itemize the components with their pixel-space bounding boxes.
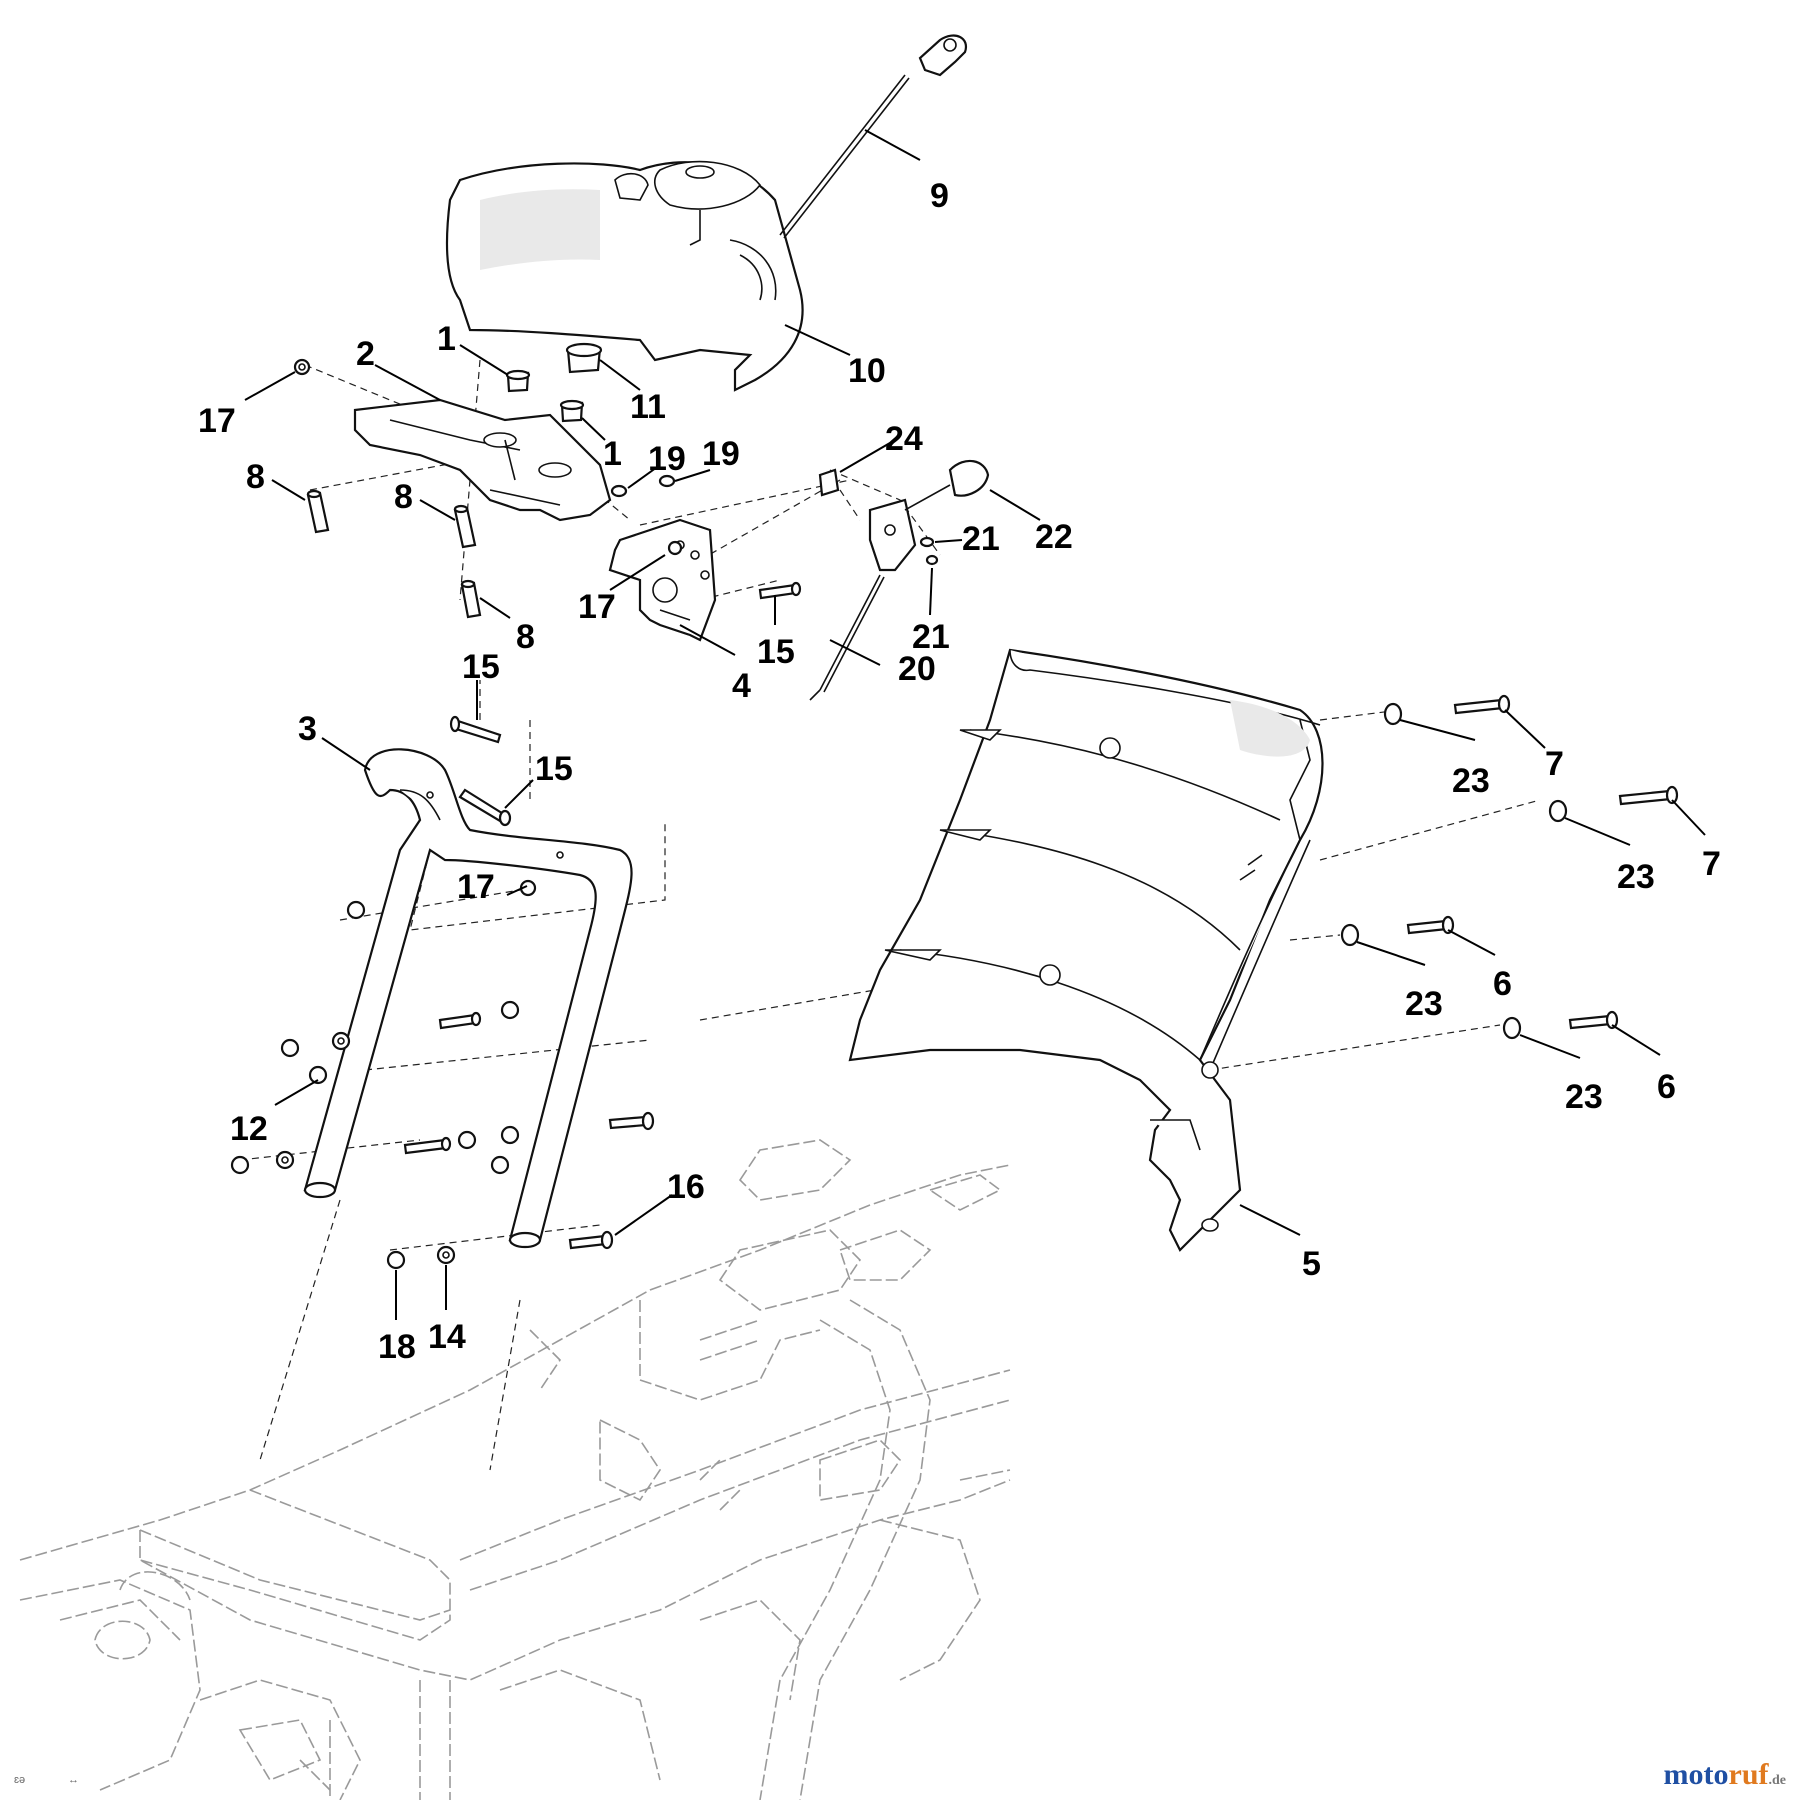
corner-code: ɛə [14, 1774, 26, 1786]
callout-20: 20 [898, 650, 936, 688]
callout-23: 23 [1565, 1078, 1603, 1116]
callout-24: 24 [885, 420, 923, 458]
part-3-handlebar [303, 748, 633, 1249]
part-11-bushing [565, 342, 603, 374]
part-17-nut-a [293, 358, 311, 376]
leader-lines [244, 129, 1706, 1320]
part-4-plate [608, 518, 717, 642]
part-20-rod [809, 574, 885, 701]
callout-19: 19 [702, 435, 740, 473]
callout-7: 7 [1702, 845, 1721, 883]
callout-17: 17 [578, 588, 616, 626]
corner-mark: ɛə ↔ [14, 1774, 79, 1786]
part-15-bolt-a [758, 581, 802, 600]
part-22-lever-knob [904, 459, 990, 511]
part-2-bracket [353, 398, 612, 522]
callout-21: 21 [912, 618, 950, 656]
callout-3: 3 [298, 710, 317, 748]
callout-1: 1 [603, 435, 622, 473]
part-8-bolts [306, 489, 482, 619]
callout-15: 15 [535, 750, 573, 788]
part-23-washers [1340, 702, 1568, 1040]
callout-17: 17 [457, 868, 495, 906]
watermark-logo: motoruf.de [1664, 1758, 1786, 1792]
callout-23: 23 [1452, 762, 1490, 800]
callout-7: 7 [1545, 745, 1564, 783]
callout-19: 19 [648, 440, 686, 478]
part-15-bolt-c [458, 788, 512, 827]
part-6-bolts [1406, 915, 1619, 1030]
part-17-nut-b [667, 540, 683, 556]
part-1-bushing-a [505, 369, 531, 393]
callout-10: 10 [848, 352, 886, 390]
callout-18: 18 [378, 1328, 416, 1366]
callout-12: 12 [230, 1110, 268, 1148]
callout-15: 15 [757, 633, 795, 671]
callout-23: 23 [1405, 985, 1443, 1023]
callout-9: 9 [930, 177, 949, 215]
part-15-bolt-b [449, 715, 502, 744]
callout-16: 16 [667, 1168, 705, 1206]
watermark-suffix: ruf [1728, 1758, 1769, 1791]
callout-4: 4 [732, 667, 751, 705]
callout-17: 17 [198, 402, 236, 440]
part-1-bushing-b [559, 399, 585, 423]
callout-2: 2 [356, 335, 375, 373]
callout-labels: 9 10 1 2 17 11 1 8 8 8 19 19 24 22 21 21… [198, 177, 1721, 1366]
callout-22: 22 [1035, 518, 1073, 556]
fasteners-left [230, 879, 655, 1270]
callout-21: 21 [962, 520, 1000, 558]
callout-15: 15 [462, 648, 500, 686]
callout-14: 14 [428, 1318, 466, 1356]
part-10-cover [445, 160, 804, 392]
watermark-prefix: moto [1663, 1758, 1729, 1791]
callout-8: 8 [246, 458, 265, 496]
callout-6: 6 [1493, 965, 1512, 1003]
callout-23: 23 [1617, 858, 1655, 896]
part-19-washers [610, 474, 676, 498]
callout-1: 1 [437, 320, 456, 358]
double-arrow-icon: ↔ [67, 1774, 79, 1786]
callout-5: 5 [1302, 1245, 1321, 1283]
part-24-clip [818, 468, 840, 497]
callout-6: 6 [1657, 1068, 1676, 1106]
part-9-cable [779, 34, 968, 239]
tractor-frame [19, 1139, 1011, 1801]
part-5-chute [848, 648, 1324, 1252]
callout-8: 8 [516, 618, 535, 656]
part-21-lever-housing [868, 498, 939, 572]
callout-8: 8 [394, 478, 413, 516]
watermark-tld: .de [1768, 1773, 1787, 1788]
part-7-bolts [1453, 694, 1679, 806]
callout-11: 11 [630, 388, 666, 426]
